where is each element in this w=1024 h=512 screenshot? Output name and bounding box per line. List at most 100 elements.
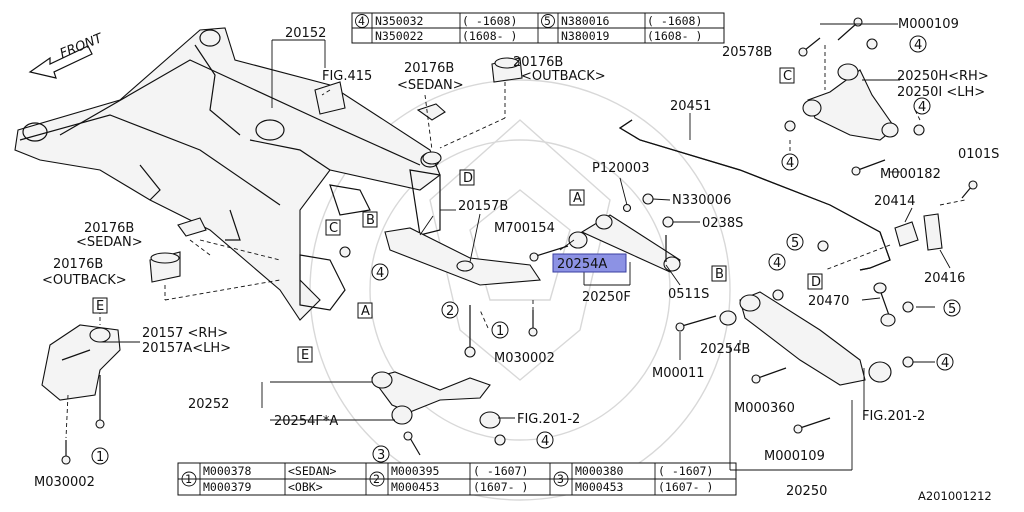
- nut-callout-4-arm-left[interactable]: [784, 120, 796, 132]
- label-20250f: 20250F: [582, 290, 631, 305]
- tb-r0c7: M000380: [575, 464, 624, 478]
- bolt-m030002-mid[interactable]: [528, 310, 538, 337]
- bolt-20578b[interactable]: [798, 37, 821, 57]
- tb-r0c1: M000378: [203, 464, 252, 478]
- bushing-20176b-left-sedan[interactable]: [177, 217, 207, 237]
- washer-p120003[interactable]: [622, 203, 632, 213]
- label-20157a-lh: 20157A<LH>: [142, 341, 231, 356]
- nut-callout-4-lower[interactable]: [494, 434, 506, 446]
- bushing-20176b-left-outback[interactable]: [149, 251, 181, 283]
- label-20250h: 20250H<RH>: [897, 69, 989, 84]
- callout-4-g: 4: [541, 434, 549, 449]
- label-20416: 20416: [924, 271, 965, 286]
- label-m00011: M00011: [652, 366, 705, 381]
- lower-arm-20250[interactable]: [719, 291, 892, 386]
- bushing-fig415[interactable]: [314, 81, 346, 115]
- nut-n330006[interactable]: [642, 193, 654, 205]
- tt-r0c5: ( -1608): [647, 14, 702, 28]
- tb-r1c4: M000453: [391, 480, 440, 494]
- bracket-20157b[interactable]: [384, 227, 541, 286]
- nut-callout-5-top[interactable]: [817, 240, 829, 252]
- label-0101s: 0101S: [958, 147, 999, 162]
- callout-2: 2: [446, 304, 454, 319]
- bolt-m00011[interactable]: [675, 315, 717, 332]
- label-fig415: FIG.415: [322, 69, 372, 84]
- nut-callout-4-right[interactable]: [902, 356, 914, 368]
- nut-0238s[interactable]: [662, 216, 674, 228]
- label-m000109-bottom: M000109: [764, 449, 825, 464]
- bolt-m000109-top[interactable]: [837, 17, 863, 41]
- label-20254a: 20254A: [557, 257, 607, 272]
- label-20250: 20250: [786, 484, 827, 499]
- bolt-callout-3[interactable]: [403, 431, 421, 456]
- tb-r0c8: ( -1607): [658, 464, 713, 478]
- callout-3: 3: [377, 448, 385, 463]
- lateral-link-20250f[interactable]: [568, 214, 681, 273]
- bolt-m030002-left[interactable]: [61, 440, 71, 465]
- bolt-m000182[interactable]: [851, 159, 886, 176]
- label-20252: 20252: [188, 397, 229, 412]
- tb-r1c1: M000379: [203, 480, 252, 494]
- label-outback-top: <OUTBACK>: [521, 69, 606, 84]
- label-m000182: M000182: [880, 167, 941, 182]
- callout-circles: 4 4 4 4 4 4 4 5 5 1 1 2 3: [91, 35, 961, 465]
- callout-table-bottom: 1 M000378 <SEDAN> 2 M000395 ( -1607) 3 M…: [177, 462, 737, 496]
- bolt-m000360[interactable]: [751, 367, 787, 384]
- tag-b-right: B: [715, 267, 724, 282]
- callout-table-top: 4 N350032 ( -1608) 5 N380016 ( -1608) N3…: [351, 12, 725, 44]
- label-outback-left: <OUTBACK>: [42, 273, 127, 288]
- bushing-20176b-top-outback[interactable]: [491, 57, 523, 83]
- callout-4-d: 4: [376, 266, 384, 281]
- tag-a-right: A: [573, 191, 582, 206]
- nut-callout-4-arm-right[interactable]: [913, 124, 925, 136]
- front-label: FRONT: [58, 31, 106, 62]
- stabilizer-bar-20451[interactable]: [618, 119, 943, 271]
- label-fig201-mid: FIG.201-2: [517, 412, 580, 427]
- callout-4-e: 4: [773, 256, 781, 271]
- nut-callout-4-link[interactable]: [772, 289, 784, 301]
- stabilizer-link-20470[interactable]: [873, 282, 896, 327]
- label-fig201-right: FIG.201-2: [862, 409, 925, 424]
- bolt-0101s[interactable]: [961, 180, 978, 199]
- front-arrow: FRONT: [28, 31, 106, 79]
- callout-1-mid: 1: [496, 324, 504, 339]
- label-sedan-left: <SEDAN>: [76, 235, 143, 250]
- tt-r0c2: ( -1608): [462, 14, 517, 28]
- label-m030002-mid: M030002: [494, 351, 555, 366]
- figure-id: A201001212: [918, 489, 992, 503]
- callout-1-left: 1: [96, 450, 104, 465]
- tb-r0c4: M000395: [391, 464, 439, 478]
- tb-c3: 2: [373, 472, 380, 486]
- label-sedan-top: <SEDAN>: [397, 78, 464, 93]
- tag-d-mid: D: [463, 171, 473, 186]
- label-0511s: 0511S: [668, 287, 709, 302]
- label-m000360: M000360: [734, 401, 795, 416]
- bolt-callout-1-left[interactable]: [95, 375, 105, 429]
- label-20250i: 20250I <LH>: [897, 85, 985, 100]
- label-n330006: N330006: [672, 193, 731, 208]
- nut-callout-4-top[interactable]: [866, 38, 878, 50]
- label-20176b-outback-left: 20176B: [53, 257, 103, 272]
- label-m000109-top: M000109: [898, 17, 959, 32]
- label-p120003: P120003: [592, 161, 649, 176]
- upper-arm-20250h[interactable]: [802, 63, 899, 141]
- tb-c0: 1: [185, 472, 192, 486]
- tag-e-mid: E: [301, 348, 309, 363]
- callout-4-f: 4: [941, 356, 949, 371]
- callout-4-c: 4: [786, 156, 794, 171]
- nut-callout-5-bottom[interactable]: [902, 301, 914, 313]
- nut-callout-4-mid-left[interactable]: [339, 246, 351, 258]
- callout-4-a: 4: [914, 38, 922, 53]
- bolt-callout-2[interactable]: [464, 305, 476, 358]
- tb-c6: 3: [557, 472, 564, 486]
- label-20157-rh: 20157 <RH>: [142, 326, 228, 341]
- tag-c-mid: C: [329, 221, 338, 236]
- label-m030002-left: M030002: [34, 475, 95, 490]
- lateral-link-20252[interactable]: [371, 371, 501, 429]
- highlight-20254a[interactable]: 20254A: [552, 253, 627, 273]
- bolt-m000109-bottom[interactable]: [793, 417, 831, 434]
- diff-member-20157[interactable]: [41, 324, 121, 401]
- tag-d-right: D: [811, 275, 821, 290]
- tb-r0c2: <SEDAN>: [288, 464, 337, 478]
- label-20176b-outback-top: 20176B: [513, 55, 563, 70]
